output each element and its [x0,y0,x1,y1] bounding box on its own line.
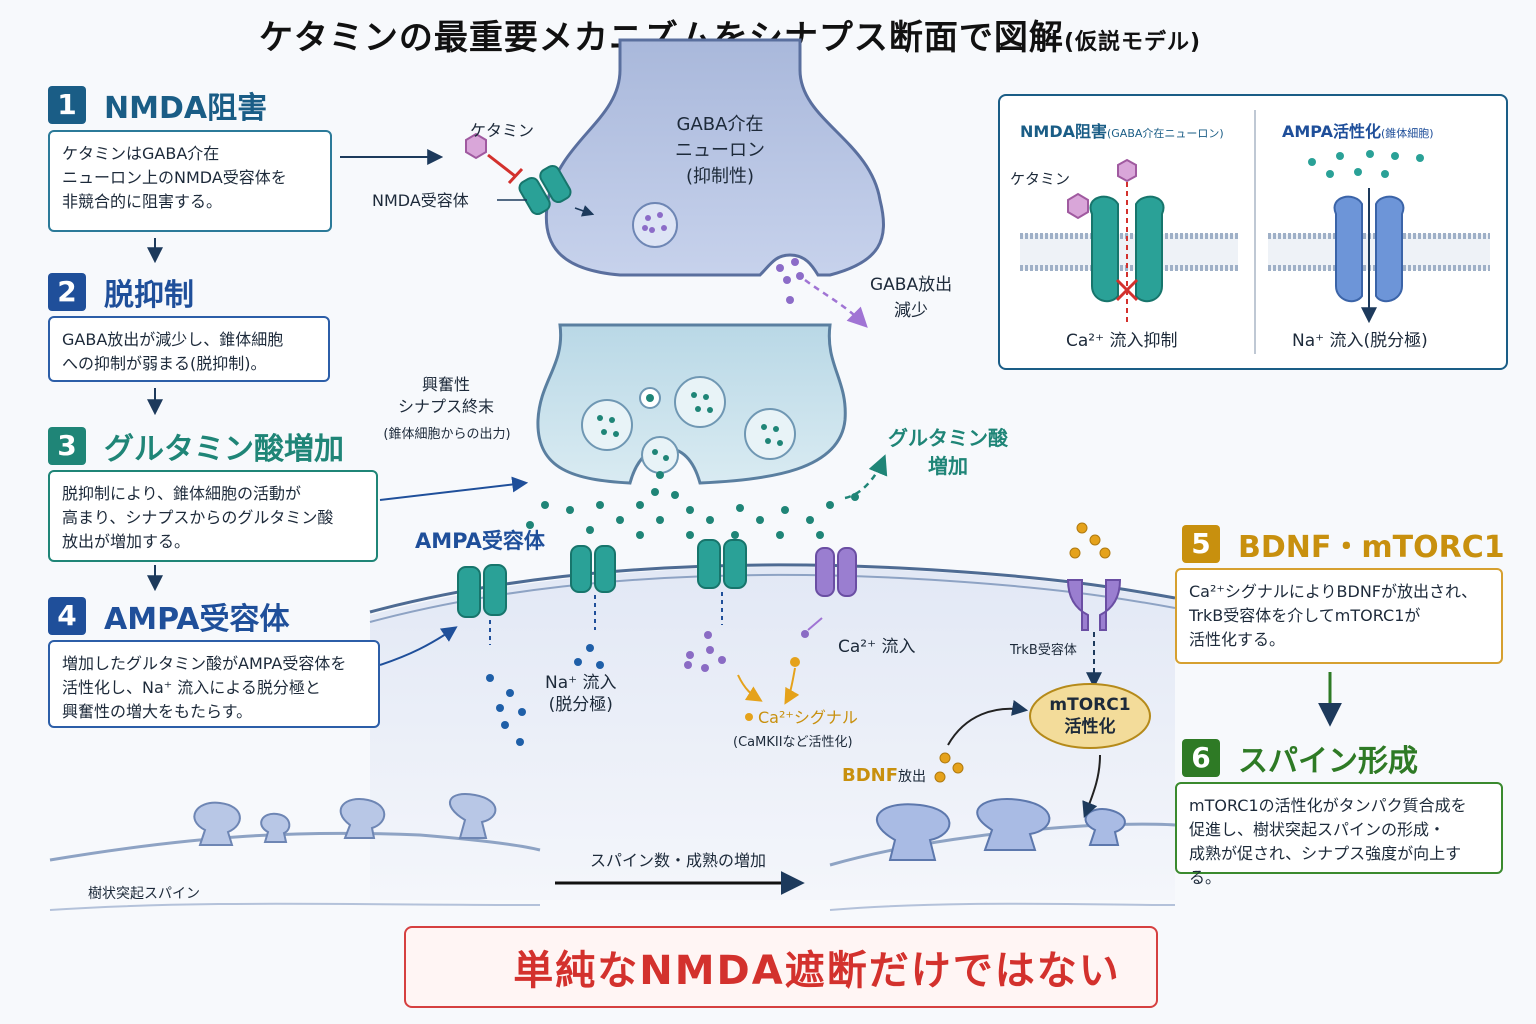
step-6-header: 6 スパイン形成 [1182,736,1418,780]
mtorc1-label: mTORC1 活性化 [1049,695,1131,737]
inset-left-sub: (GABA介在ニューロン) [1106,127,1224,140]
inset-left-caption: Ca²⁺ 流入抑制 [1066,331,1178,351]
inset-right-caption: Na⁺ 流入(脱分極) [1292,331,1428,351]
bdnf-release-label: 放出 [898,769,927,785]
title-sub: (仮説モデル) [1063,30,1202,55]
nmda-receptor-label: NMDA受容体 [372,191,469,210]
ampa-receptor-1 [457,564,507,618]
step-5-title: BDNF・mTORC1 [1238,530,1505,565]
dendritic-spine-label: 樹状突起スパイン [88,886,200,902]
step-3-box: 脱抑制により、錐体細胞の活動が 高まり、シナプスからのグルタミン酸 放出が増加す… [48,470,378,562]
excitatory-terminal-sub: (錐体細胞からの出力) [383,427,511,442]
step-3-number: 3 [48,427,86,465]
ketamine-label: ケタミン [470,121,535,140]
trkb-receptor-icon [1066,579,1122,631]
step-4-header: 4 AMPA受容体 [48,594,290,638]
inset-left-membrane [1020,233,1238,271]
step-2-box: GABA放出が減少し、錐体細胞 への抑制が弱まる(脱抑制)。 [48,316,330,382]
inset-ampa-channel [1333,195,1405,303]
bdnf-label: BDNF [842,765,899,786]
inset-right-heading: AMPA活性化(錐体細胞) [1282,118,1434,142]
step-4-title: AMPA受容体 [104,602,290,637]
na-ions [486,644,604,746]
step-3-title: グルタミン酸増加 [104,432,344,467]
step-1-title: NMDA阻害 [104,91,268,126]
dendritic-spines-left [193,793,497,846]
glutamate-increase-label: グルタミン酸 増加 [888,426,1008,478]
step-5-header: 5 BDNF・mTORC1 [1182,522,1505,566]
inset-ketamine-label: ケタミン [1010,170,1071,188]
gaba-vesicle [632,202,678,248]
step-6-number: 6 [1182,739,1220,777]
inset-right-title: AMPA活性化 [1282,122,1381,141]
inset-right-sub: (錐体細胞) [1380,127,1434,140]
ketamine-icon [465,132,487,160]
excitatory-terminal-label: 興奮性 シナプス終末 [397,375,494,416]
step-1-header: 1 NMDA阻害 [48,83,267,127]
step-2-header: 2 脱抑制 [48,270,194,314]
glutamate-molecules [526,471,859,539]
mtorc1-node [1029,683,1151,749]
inset-graphic [1020,110,1490,354]
nmda-receptor-icon [518,164,572,216]
gaba-release-label: GABA放出 減少 [870,275,953,321]
step-1-box: ケタミンはGABA介在 ニューロン上のNMDA受容体を 非競合的に阻害する。 [48,130,332,232]
ampa-receptor-3 [697,539,747,589]
step-5-box: Ca²⁺シグナルによりBDNFが放出され、 TrkB受容体を介してmTORC1が… [1175,568,1503,664]
inset-left-title: NMDA阻害 [1020,122,1107,141]
inset-ketamine-icon [1067,192,1089,220]
step-4-number: 4 [48,597,86,635]
gaba-neuron-label: GABA介在 ニューロン (抑制性) [675,114,765,187]
nmda-receptor-post [815,547,857,597]
step-6-box: mTORC1の活性化がタンパク質合成を 促進し、樹状突起スパインの形成・ 成熟が… [1175,782,1503,887]
step-4-box: 増加したグルタミン酸がAMPA受容体を 活性化し、Na⁺ 流入による脱分極と 興… [48,640,380,728]
step-1-number: 1 [48,86,86,124]
warning-banner: 単純なNMDA遮断だけではない [404,926,1158,1008]
step-2-title: 脱抑制 [104,278,194,313]
step-5-number: 5 [1182,525,1220,563]
step-3-header: 3 グルタミン酸増加 [48,424,344,468]
ampa-receptor-label: AMPA受容体 [415,529,545,553]
ampa-receptor-2 [570,545,616,593]
step-6-title: スパイン形成 [1238,744,1418,779]
mechanism-inset: NMDA阻害(GABA介在ニューロン) AMPA活性化(錐体細胞) ケタミン C… [998,94,1508,370]
ca-signal-label: Ca²⁺シグナル [758,708,858,727]
ca-influx-label: Ca²⁺ 流入 [838,637,916,657]
inset-nmda-channel [1089,195,1165,303]
bdnf-release: BDNF放出 [842,765,926,786]
trkb-label: TrkB受容体 [1010,643,1077,658]
na-influx-label: Na⁺ 流入 (脱分極) [545,673,617,715]
inset-left-heading: NMDA阻害(GABA介在ニューロン) [1020,118,1224,142]
spine-increase-label: スパイン数・成熟の増加 [590,851,767,870]
gaba-molecules [776,258,804,304]
step-2-number: 2 [48,273,86,311]
dendritic-spines-right [875,798,1126,861]
ca-signal-sub: (CaMKIIなど活性化) [733,735,853,750]
warning-text: 単純なNMDA遮断だけではない [513,948,1121,994]
